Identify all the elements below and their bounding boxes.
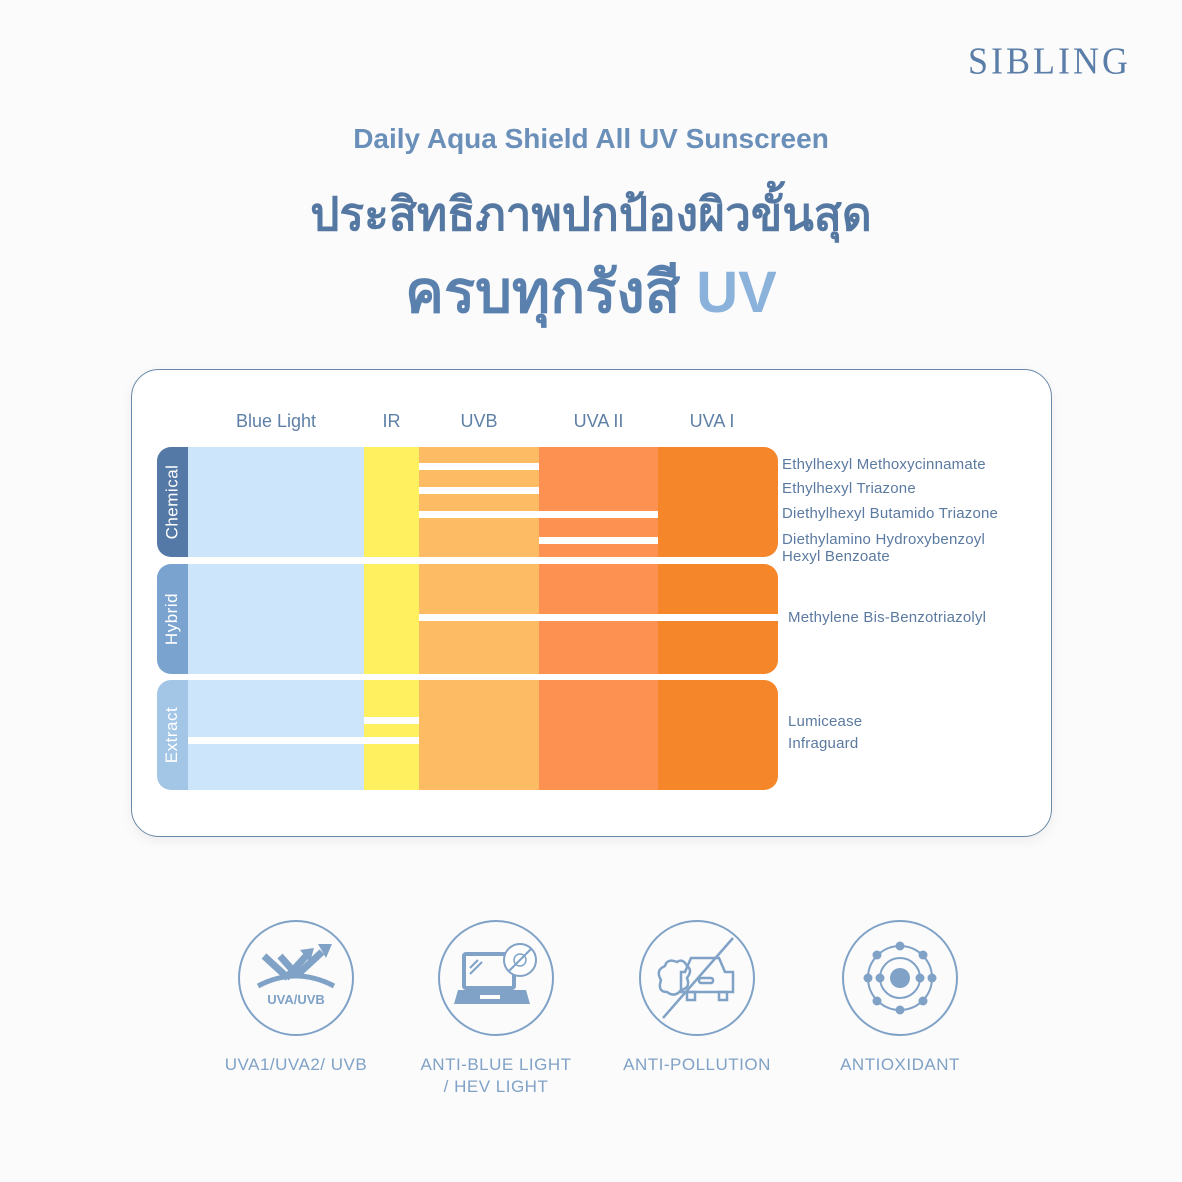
- anti-pollution-car-icon: [639, 920, 755, 1036]
- ingredient-label: Ethylhexyl Methoxycinnamate: [782, 456, 986, 473]
- svg-text:UVA/UVB: UVA/UVB: [267, 992, 325, 1007]
- ingredient-label: Lumicease: [788, 713, 863, 730]
- coverage-bar: [419, 487, 539, 494]
- ingredient-label: Infraguard: [788, 735, 859, 752]
- headline-thai: ครบทุกรังสี: [405, 260, 681, 325]
- chart-row-extract: Extract: [157, 680, 778, 790]
- column-header-uva2: UVA II: [573, 411, 624, 431]
- row-tag-extract: Extract: [157, 680, 188, 790]
- segment-uva1: [658, 680, 778, 790]
- column-header-ir: IR: [382, 411, 401, 431]
- feature-anti-pollution: ANTI-POLLUTION: [597, 920, 797, 1076]
- coverage-bar: [539, 537, 658, 544]
- row-tag-chemical: Chemical: [157, 447, 188, 557]
- brand-logo: SIBLING: [968, 40, 1131, 82]
- feature-antioxidant: ANTIOXIDANT: [800, 920, 1000, 1076]
- coverage-bar: [419, 511, 658, 518]
- anti-blue-light-laptop-icon: [438, 920, 554, 1036]
- segment-ir: [364, 564, 419, 674]
- product-subtitle: Daily Aqua Shield All UV Sunscreen: [353, 123, 829, 154]
- headline-line-1: ประสิทธิภาพปกป้องผิวขั้นสุด: [310, 188, 872, 240]
- row-tag-hybrid: Hybrid: [157, 564, 188, 674]
- feature-anti-blue-light: ANTI-BLUE LIGHT / HEV LIGHT: [396, 920, 596, 1098]
- ingredient-label: Diethylhexyl Butamido Triazone: [782, 505, 999, 522]
- ingredient-label: Hexyl Benzoate: [782, 548, 890, 565]
- uva-uvb-icon: UVA/UVB: [238, 920, 354, 1036]
- coverage-bar: [188, 737, 419, 744]
- chart-row-hybrid: Hybrid: [157, 564, 778, 674]
- segment-blue-light: [188, 564, 364, 674]
- column-header-blue-light: Blue Light: [235, 411, 317, 431]
- chart-row-chemical: Chemical: [157, 447, 778, 557]
- feature-label: ANTI-POLLUTION: [623, 1055, 771, 1074]
- antioxidant-atom-icon: [842, 920, 958, 1036]
- coverage-bar: [364, 717, 419, 724]
- column-header-uvb: UVB: [460, 411, 498, 431]
- headline-uv: UV: [696, 260, 777, 325]
- ingredient-label: Ethylhexyl Triazone: [782, 480, 916, 497]
- segment-blue-light: [188, 680, 364, 790]
- feature-label: ANTI-BLUE LIGHT / HEV LIGHT: [420, 1055, 572, 1096]
- headline-line-2: ครบทุกรังสี UV: [0, 245, 1182, 338]
- column-header-uva1: UVA I: [689, 411, 735, 431]
- ingredient-label: Methylene Bis-Benzotriazolyl: [788, 609, 987, 626]
- coverage-bar: [419, 614, 778, 621]
- segment-ir: [364, 447, 419, 557]
- feature-label: ANTIOXIDANT: [840, 1055, 960, 1074]
- segment-uva2: [539, 680, 658, 790]
- segment-uva1: [658, 447, 778, 557]
- ingredient-label: Diethylamino Hydroxybenzoyl: [782, 531, 985, 548]
- segment-uvb: [419, 680, 539, 790]
- feature-uva-uvb: UVA/UVB UVA1/UVA2/ UVB: [196, 920, 396, 1076]
- coverage-bar: [419, 463, 539, 470]
- segment-blue-light: [188, 447, 364, 557]
- segment-ir: [364, 680, 419, 790]
- feature-label: UVA1/UVA2/ UVB: [224, 1055, 368, 1074]
